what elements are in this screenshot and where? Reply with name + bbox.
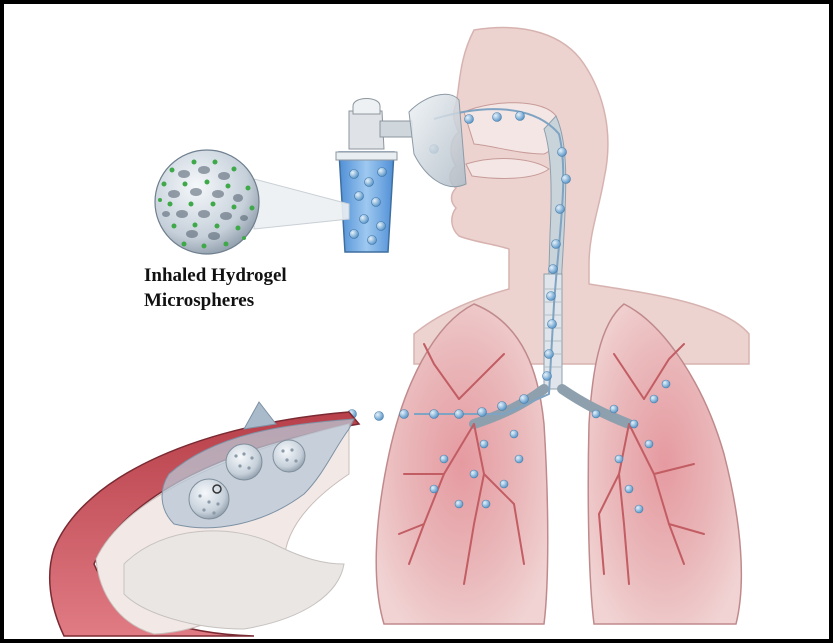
caption-line-1: Inhaled Hydrogel xyxy=(144,263,344,288)
microsphere-caption: Inhaled Hydrogel Microspheres xyxy=(144,263,344,313)
airway-closeup xyxy=(50,402,359,636)
inhaler-icon xyxy=(336,94,466,252)
respiratory-system-illustration xyxy=(4,4,829,639)
caption-line-2: Microspheres xyxy=(144,288,344,313)
hydrogel-microsphere-icon xyxy=(155,150,259,254)
zoom-beam xyxy=(254,179,349,229)
